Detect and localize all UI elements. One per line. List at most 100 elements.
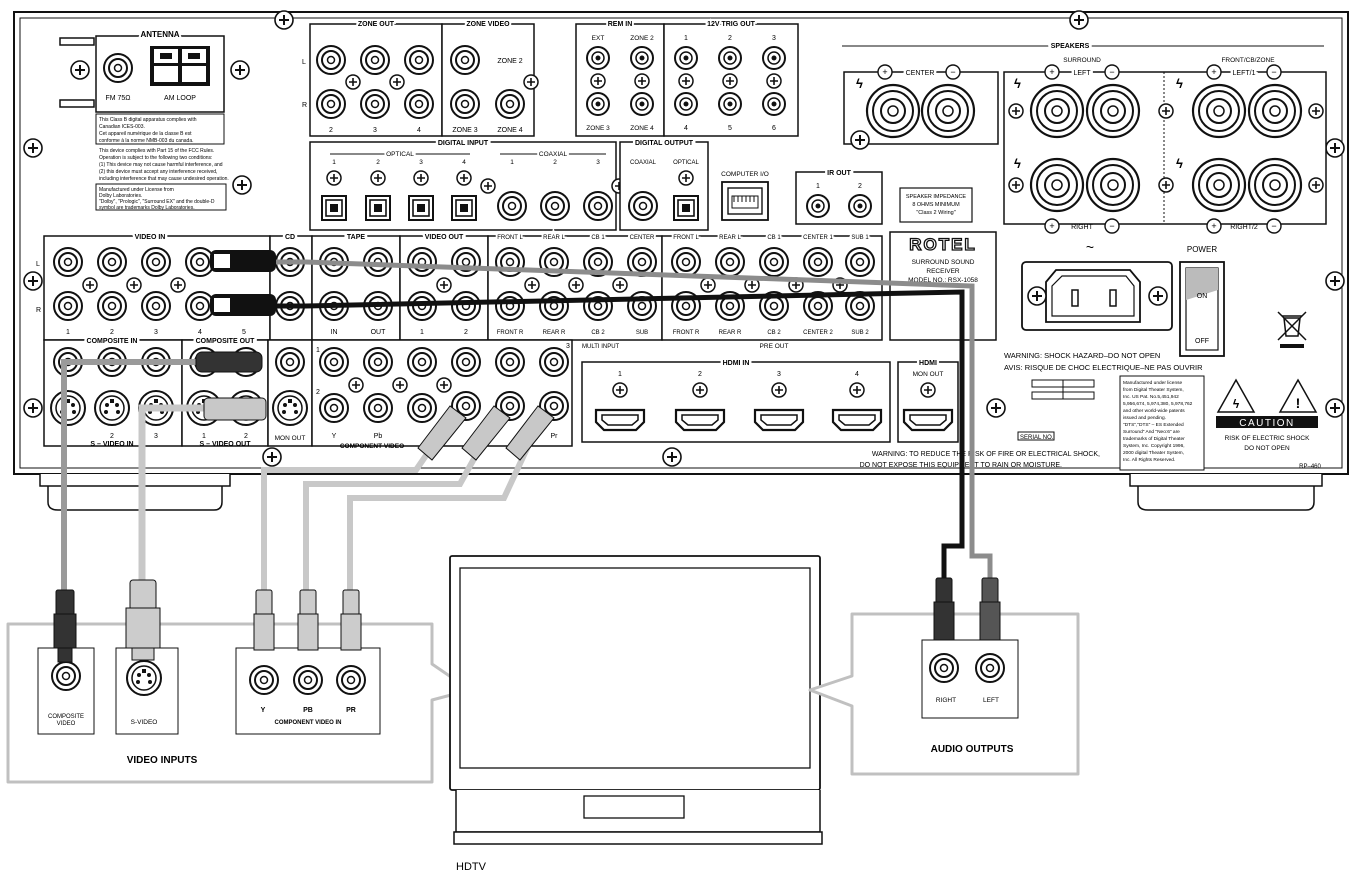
video-in-jack[interactable] — [97, 247, 127, 277]
rem-in-jack[interactable] — [586, 92, 610, 116]
hdmi-in-port[interactable] — [831, 408, 883, 432]
zone-video-jack[interactable] — [450, 45, 480, 75]
screw-icon — [70, 60, 90, 80]
audio-cable-right — [212, 289, 965, 580]
hdmi-in-port[interactable] — [753, 408, 805, 432]
center-binding-post[interactable] — [920, 83, 976, 139]
component-jack[interactable] — [363, 393, 393, 423]
front-left-post[interactable] — [1191, 83, 1247, 139]
video-in-jack[interactable] — [185, 247, 215, 277]
video-in-right: R — [36, 307, 41, 314]
video-out-jack[interactable] — [407, 247, 437, 277]
coax-input-jack[interactable] — [540, 191, 570, 221]
ir-out-jack[interactable] — [806, 194, 830, 218]
multi-input-title: MULTI INPUT — [582, 344, 620, 350]
pre-out-jack[interactable] — [803, 247, 833, 277]
component-jack[interactable] — [451, 347, 481, 377]
multi-input-jack[interactable] — [495, 291, 525, 321]
screw-icon — [850, 130, 870, 150]
coax-input-jack[interactable] — [497, 191, 527, 221]
trigger-jack[interactable] — [762, 92, 786, 116]
zone-video-jack[interactable] — [495, 89, 525, 119]
dts-7: "DTS","DTS" – ES Extended — [1123, 422, 1184, 428]
tv-audio-right-jack[interactable] — [929, 653, 959, 683]
optical-output-jack[interactable] — [673, 195, 699, 221]
svg-text:+: + — [1049, 221, 1054, 231]
video-in-jack[interactable] — [141, 291, 171, 321]
optical-input-jack[interactable] — [451, 195, 477, 221]
zone-out-jack[interactable] — [360, 89, 390, 119]
zone-out-jack[interactable] — [404, 45, 434, 75]
pre-out-jack[interactable] — [671, 247, 701, 277]
center-binding-post[interactable] — [865, 83, 921, 139]
multi-input-jack[interactable] — [583, 291, 613, 321]
trigger-jack[interactable] — [674, 46, 698, 70]
coax-output-jack[interactable] — [628, 191, 658, 221]
tv-y-jack[interactable] — [249, 665, 279, 695]
pre-out-jack[interactable] — [759, 247, 789, 277]
zone-out-jack[interactable] — [360, 45, 390, 75]
optical-input-jack[interactable] — [408, 195, 434, 221]
fm-antenna-jack[interactable] — [103, 53, 133, 83]
zone-video-jack[interactable] — [450, 89, 480, 119]
video-in-jack[interactable] — [141, 247, 171, 277]
zone-out-jack[interactable] — [316, 89, 346, 119]
video-in-jack[interactable] — [53, 291, 83, 321]
tv-svideo-jack[interactable] — [126, 660, 162, 696]
rem-in-jack[interactable] — [586, 46, 610, 70]
hdmi-mon-out-port[interactable] — [902, 408, 954, 432]
trigger-jack[interactable] — [718, 46, 742, 70]
front-right-post[interactable] — [1191, 157, 1247, 213]
mon-out-composite-jack[interactable] — [275, 347, 305, 377]
component-jack[interactable] — [407, 347, 437, 377]
ir-out-jack[interactable] — [848, 194, 872, 218]
tv-pb-jack[interactable] — [293, 665, 323, 695]
tv-svideo: S-VIDEO — [131, 719, 158, 726]
surround-left-post[interactable] — [1029, 83, 1085, 139]
component-jack[interactable] — [319, 347, 349, 377]
video-out-jack[interactable] — [451, 291, 481, 321]
video-in-jack[interactable] — [97, 291, 127, 321]
component-jack[interactable] — [319, 393, 349, 423]
multi-input-jack[interactable] — [539, 291, 569, 321]
video-out-jack[interactable] — [451, 247, 481, 277]
zone-out-jack[interactable] — [404, 89, 434, 119]
trigger-jack[interactable] — [718, 92, 742, 116]
hdmi-in-port[interactable] — [594, 408, 646, 432]
optical-input-jack[interactable] — [365, 195, 391, 221]
dts-11: 2000 digital Theater System, — [1123, 450, 1184, 456]
front-left-post[interactable] — [1247, 83, 1303, 139]
video-in-jack[interactable] — [53, 247, 83, 277]
component-jack[interactable] — [363, 347, 393, 377]
coax-input-jack[interactable] — [583, 191, 613, 221]
svideo-in-jack[interactable] — [94, 390, 130, 426]
tv-composite-jack[interactable] — [51, 661, 81, 691]
mon-out-svideo-jack[interactable] — [272, 390, 308, 426]
screw-icon — [1325, 271, 1345, 291]
pre-out-jack[interactable] — [845, 247, 875, 277]
optical-input-jack[interactable] — [321, 195, 347, 221]
surround-right-post[interactable] — [1085, 157, 1141, 213]
rem-in-jack[interactable] — [630, 92, 654, 116]
component-jack[interactable] — [495, 347, 525, 377]
trigger-jack[interactable] — [674, 92, 698, 116]
surround-left-post[interactable] — [1085, 83, 1141, 139]
component-jack[interactable] — [407, 393, 437, 423]
trigger-jack[interactable] — [762, 46, 786, 70]
rem-in-jack[interactable] — [630, 46, 654, 70]
svideo-in-jack[interactable] — [50, 390, 86, 426]
hdmi-mon-out: MON OUT — [913, 371, 944, 378]
hdmi-in-port[interactable] — [674, 408, 726, 432]
video-in-jack[interactable] — [185, 291, 215, 321]
zone-out-jack[interactable] — [316, 45, 346, 75]
component-jack[interactable] — [539, 347, 569, 377]
front-right-post[interactable] — [1247, 157, 1303, 213]
tv-audio-left-jack[interactable] — [975, 653, 1005, 683]
surround-right-post[interactable] — [1029, 157, 1085, 213]
screw-icon — [771, 382, 787, 398]
fm-label: FM 75Ω — [105, 95, 130, 102]
pre-out-jack[interactable] — [715, 247, 745, 277]
screw-icon — [23, 271, 43, 291]
optical-4: 4 — [462, 159, 466, 166]
tv-pr-jack[interactable] — [336, 665, 366, 695]
